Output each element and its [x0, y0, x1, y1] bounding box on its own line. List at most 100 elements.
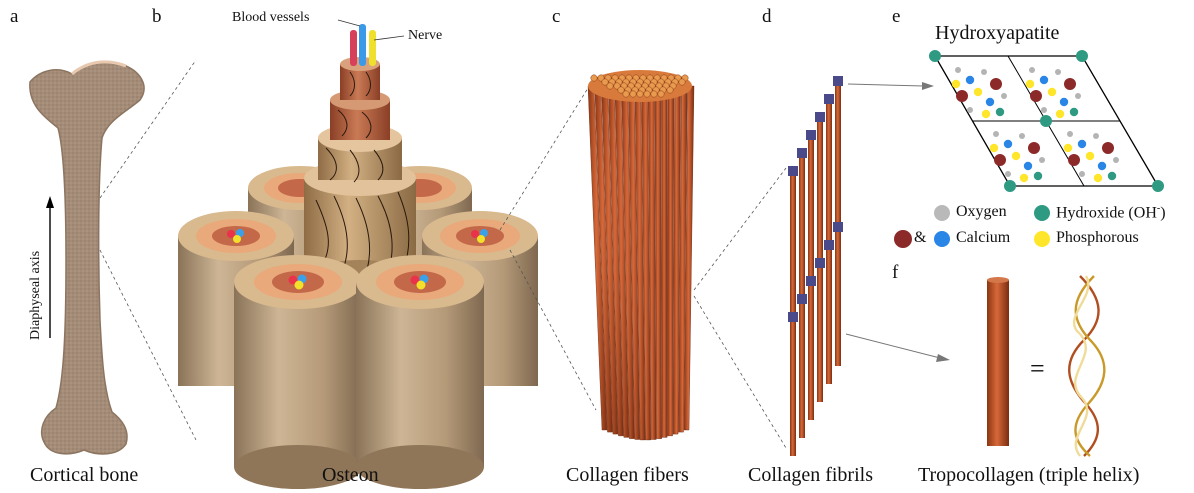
fibril-mineral-cap — [833, 76, 843, 86]
nerve-label: Nerve — [408, 28, 443, 43]
lattice-atom-oxygen — [1093, 133, 1099, 139]
fibril-mineral-cap — [824, 94, 834, 104]
caption-tropocollagen: Tropocollagen (triple helix) — [918, 464, 1140, 486]
lattice-atom-oxygen — [1001, 93, 1007, 99]
panel-letter-a: a — [10, 6, 19, 27]
fiber-end — [636, 90, 644, 98]
fiber-end — [617, 86, 625, 94]
oxygen-legend-label: Oxygen — [956, 203, 1007, 220]
collagen-fiber — [661, 78, 668, 438]
lattice-atom-phosphorous — [951, 79, 961, 89]
arrow-to-tropocollagen — [845, 333, 950, 362]
fibril-mineral-cap — [788, 312, 798, 322]
calcium-legend-label: Calcium — [956, 229, 1011, 246]
fibril-mineral-cap — [788, 166, 798, 176]
lattice-atom-phosphorous — [1055, 109, 1065, 119]
hydroxide-legend-label: Hydroxide (OH-) — [1056, 203, 1166, 222]
oxygen-legend-marker — [934, 205, 950, 221]
lattice-atom-hydroxide — [1076, 50, 1088, 62]
caption-cortical-bone: Cortical bone — [30, 464, 139, 486]
lattice-atom-calcium-blue — [985, 97, 995, 107]
lattice-atom-oxygen — [1113, 157, 1119, 163]
fibril-mineral-cap — [833, 222, 843, 232]
fiber-end — [650, 90, 658, 98]
hydroxyapatite-lattice — [929, 50, 1164, 192]
equals-sign: = — [1030, 354, 1045, 383]
hydroxide-legend-marker — [1034, 205, 1050, 221]
fiber-end — [678, 78, 686, 86]
calcium-red-legend-marker — [894, 230, 912, 248]
lattice-atom-phosphorous — [1011, 151, 1021, 161]
lattice-atom-calcium-blue — [965, 75, 975, 85]
lattice-atom-calcium-red — [1102, 142, 1114, 154]
fiber-end — [629, 90, 637, 98]
lattice-atom-oxygen — [955, 67, 961, 73]
triple-helix — [1068, 275, 1106, 457]
lattice-atom-calcium-blue — [1039, 75, 1049, 85]
tropocollagen-rod — [987, 277, 1009, 446]
lattice-atom-oxygen — [1005, 171, 1011, 177]
panel-letter-b: b — [152, 6, 162, 27]
fiber-end — [643, 90, 651, 98]
panel-letter-e: e — [892, 6, 901, 27]
lattice-atom-hydroxide — [929, 50, 941, 62]
lattice-atom-hydroxide — [1107, 171, 1117, 181]
collagen-fibrils — [788, 76, 843, 456]
diaphyseal-axis-label: Diaphyseal axis — [28, 250, 43, 340]
zoom-lines-c-d — [693, 167, 787, 449]
panel-letter-d: d — [762, 6, 772, 27]
hydroxyapatite-title: Hydroxyapatite — [935, 22, 1060, 44]
lattice-atom-calcium-red — [1030, 90, 1042, 102]
phosphorous-legend-label: Phosphorous — [1056, 229, 1139, 246]
lattice-atom-phosphorous — [1025, 79, 1035, 89]
lattice-atom-calcium-blue — [1003, 139, 1013, 149]
fibril-mineral-cap — [806, 130, 816, 140]
osteon-cluster — [178, 19, 538, 489]
lattice-atom-phosphorous — [989, 143, 999, 153]
fibril-mineral-cap — [815, 258, 825, 268]
lattice-atom-phosphorous — [1085, 151, 1095, 161]
lattice-atom-oxygen — [993, 131, 999, 137]
fiber-end — [657, 90, 665, 98]
fibril-mineral-cap — [797, 148, 807, 158]
lattice-atom-oxygen — [1041, 107, 1047, 113]
caption-collagen-fibrils: Collagen fibrils — [748, 464, 873, 486]
fiber-end — [590, 74, 598, 82]
blood-vessels-label: Blood vessels — [232, 10, 310, 25]
fibril-mineral-cap — [824, 240, 834, 250]
lattice-atom-calcium-red — [990, 78, 1002, 90]
lattice-atom-calcium-blue — [1059, 97, 1069, 107]
collagen-fiber-bundle — [587, 70, 695, 441]
phosphorous-legend-marker — [1034, 231, 1050, 247]
fiber-end — [606, 82, 614, 90]
osteon-cylinder — [234, 255, 362, 489]
lattice-atom-hydroxide — [995, 107, 1005, 117]
lattice-atom-oxygen — [1079, 171, 1085, 177]
lattice-atom-calcium-red — [994, 154, 1006, 166]
lattice-atom-phosphorous — [981, 109, 991, 119]
collagen-fiber — [667, 79, 675, 437]
lattice-atom-hydroxide — [1033, 171, 1043, 181]
lattice-atom-phosphorous — [1063, 143, 1073, 153]
panel-letter-f: f — [892, 262, 899, 283]
lattice-atom-phosphorous — [1019, 173, 1029, 183]
lattice-atom-oxygen — [981, 69, 987, 75]
fiber-end — [666, 86, 674, 94]
lattice-atom-calcium-red — [1064, 78, 1076, 90]
lattice-atom-calcium-red — [1028, 142, 1040, 154]
calcium-amp: & — [914, 229, 927, 246]
arrow-to-hydroxyapatite — [847, 82, 934, 90]
diaphyseal-axis-arrow — [46, 196, 54, 338]
lattice-atom-calcium-blue — [1077, 139, 1087, 149]
lattice-atom-hydroxide — [1040, 115, 1052, 127]
fibril-mineral-cap — [797, 294, 807, 304]
lattice-atom-hydroxide — [1004, 180, 1016, 192]
caption-osteon: Osteon — [322, 464, 379, 486]
panel-letter-c: c — [552, 6, 561, 27]
lattice-atom-oxygen — [1055, 69, 1061, 75]
osteon-cylinder — [356, 255, 484, 489]
lattice-atom-oxygen — [1029, 67, 1035, 73]
lattice-atom-oxygen — [967, 107, 973, 113]
lattice-atom-oxygen — [1019, 133, 1025, 139]
